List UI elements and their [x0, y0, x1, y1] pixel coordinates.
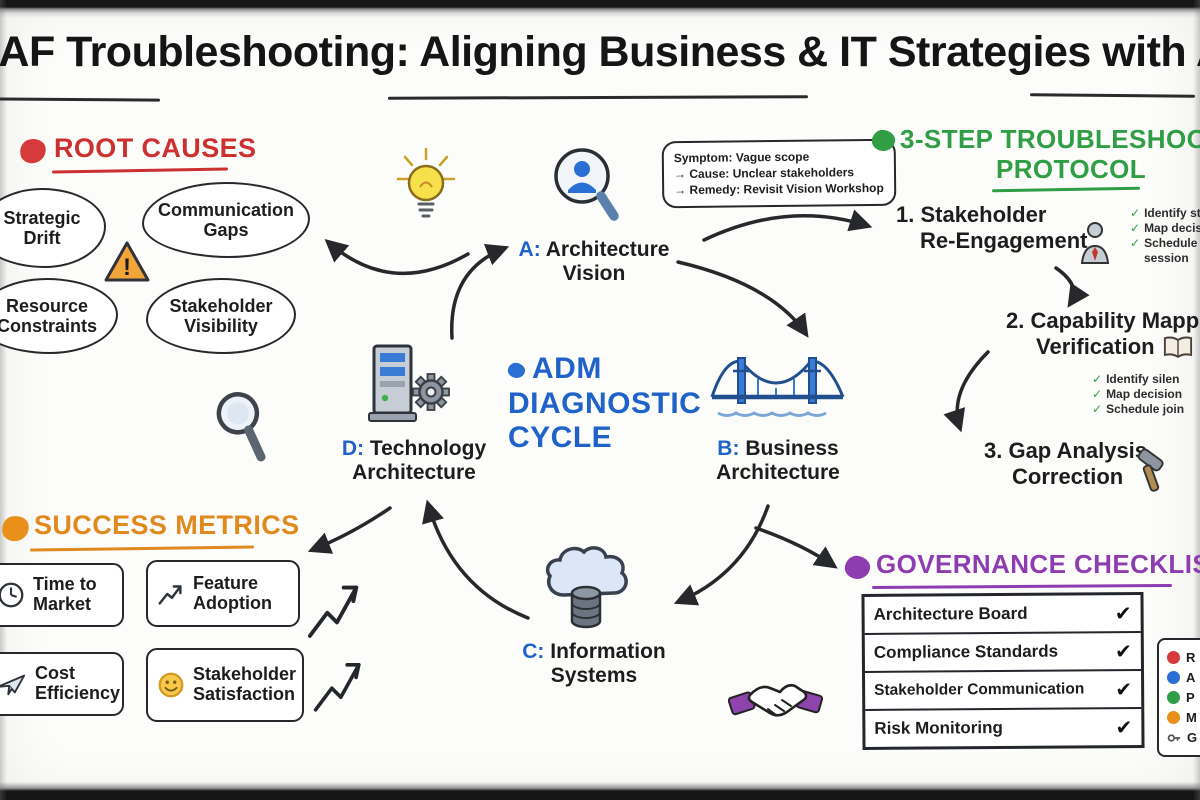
governance-row: Compliance Standards✔ [864, 633, 1142, 673]
arrow-to-governance [754, 526, 838, 569]
root-causes-underline [51, 167, 229, 174]
root-cause-bubble: Communication Gaps [142, 182, 310, 258]
svg-text:!: ! [123, 254, 131, 281]
arrow-d-to-a [450, 243, 510, 340]
board-edge-top [0, 0, 1200, 18]
check-icon: ✔ [1115, 715, 1133, 740]
root-causes-heading: ROOT CAUSES [54, 133, 257, 163]
metric-time-to-market: Time to Market [0, 563, 124, 627]
trend-arrow-icon [306, 566, 364, 644]
check-icon: ✔ [1115, 677, 1133, 702]
metric-cost-efficiency: Cost Efficiency [0, 652, 124, 716]
node-information-systems: C: Information Systems [522, 640, 666, 688]
governance-underline [871, 583, 1173, 590]
title-underline-left [0, 97, 161, 102]
handshake-icon [728, 645, 823, 730]
legend-item: P [1167, 690, 1200, 705]
protocol-step-3: 3. Gap Analysis Correction [984, 438, 1148, 490]
board-edge-bottom [0, 782, 1200, 800]
title-underline-right [1029, 93, 1196, 98]
server-gear-icon [362, 340, 458, 436]
check-icon: ✔ [1114, 601, 1132, 626]
page-title: TOGAF Troubleshooting: Aligning Business… [0, 28, 1200, 76]
lightbulb-icon [396, 146, 456, 236]
arrow-to-root-causes [324, 239, 470, 276]
node-architecture-vision: A: Architecture Vision [518, 238, 670, 286]
protocol-step-1: 1. Stakeholder Re-Engagement [896, 202, 1088, 254]
cloud-database-icon [534, 535, 638, 637]
step1-checklist: ✓Identify st ✓Map decis ✓Schedule sessio… [1130, 206, 1200, 265]
trend-arrow-icon [312, 644, 366, 718]
legend-dot-red [1167, 651, 1180, 664]
legend-dot-orange [1167, 711, 1180, 724]
node-business-architecture: B: Business Architecture [716, 437, 840, 485]
bridge-icon [710, 345, 845, 425]
step2-checklist: ✓Identify silen ✓Map decision ✓Schedule … [1092, 372, 1185, 416]
diagnosis-callout: Symptom: Vague scope → Cause: Unclear st… [661, 138, 896, 208]
governance-row: Architecture Board✔ [864, 595, 1141, 635]
plane-icon [0, 670, 28, 698]
legend-item: A [1167, 670, 1200, 685]
node-technology-architecture: D: Technology Architecture [341, 437, 487, 485]
governance-row: Stakeholder Communication✔ [865, 671, 1142, 711]
root-cause-bubble: Strategic Drift [0, 188, 106, 268]
metric-feature-adoption: Feature Adoption [146, 560, 300, 627]
protocol-heading-line1: 3-STEP TROUBLESHOOTING [900, 124, 1200, 154]
root-cause-bubble: Stakeholder Visibility [146, 278, 296, 354]
protocol-step-2: 2. Capability Mapping Verification [1006, 308, 1200, 360]
protocol-underline [991, 186, 1141, 193]
key-icon [1167, 731, 1181, 745]
book-icon [1163, 336, 1193, 359]
metrics-heading: SUCCESS METRICS [34, 510, 300, 540]
stakeholder-person-icon [1078, 220, 1112, 266]
clock-icon [0, 580, 26, 610]
legend-dot-green [1167, 691, 1180, 704]
legend-item: G [1167, 730, 1200, 745]
arrow-a-to-b [676, 260, 809, 338]
title-underline-mid [387, 95, 809, 100]
arrow-step2-to-step3 [943, 350, 990, 433]
hammer-icon [1124, 444, 1181, 501]
adm-bullet-icon [506, 361, 527, 380]
adm-cycle-title: ADM DIAGNOSTIC CYCLE [506, 352, 702, 454]
arrow-b-to-c [673, 504, 770, 606]
governance-bullet-icon [842, 553, 873, 582]
root-cause-bubble: Resource Constraints [0, 278, 118, 354]
governance-heading: GOVERNANCE CHECKLIST [876, 549, 1200, 579]
arrow-step1-to-step2 [1054, 266, 1090, 308]
smiley-icon [156, 670, 186, 700]
arrow-to-protocol [702, 209, 873, 242]
warning-triangle-icon: ! [103, 240, 151, 284]
metrics-underline [29, 545, 255, 552]
protocol-heading-line2: PROTOCOL [996, 154, 1147, 184]
legend-item: R [1167, 650, 1200, 665]
root-causes-bullet-icon [17, 136, 49, 166]
check-icon: ✔ [1115, 639, 1132, 664]
governance-checklist: Architecture Board✔ Compliance Standards… [861, 592, 1145, 750]
legend: R A P M G [1157, 638, 1200, 757]
legend-dot-blue [1167, 671, 1180, 684]
magnifier-icon [205, 384, 279, 470]
architecture-vision-icon [548, 142, 623, 234]
governance-row: Risk Monitoring✔ [874, 715, 1133, 740]
arrow-to-metrics [307, 506, 392, 554]
metric-stakeholder-satisfaction: Stakeholder Satisfaction [146, 648, 304, 722]
legend-item: M [1167, 710, 1200, 725]
arrow-c-to-d [422, 499, 530, 620]
growth-chart-icon [156, 579, 186, 609]
board-edge-left [0, 0, 7, 800]
